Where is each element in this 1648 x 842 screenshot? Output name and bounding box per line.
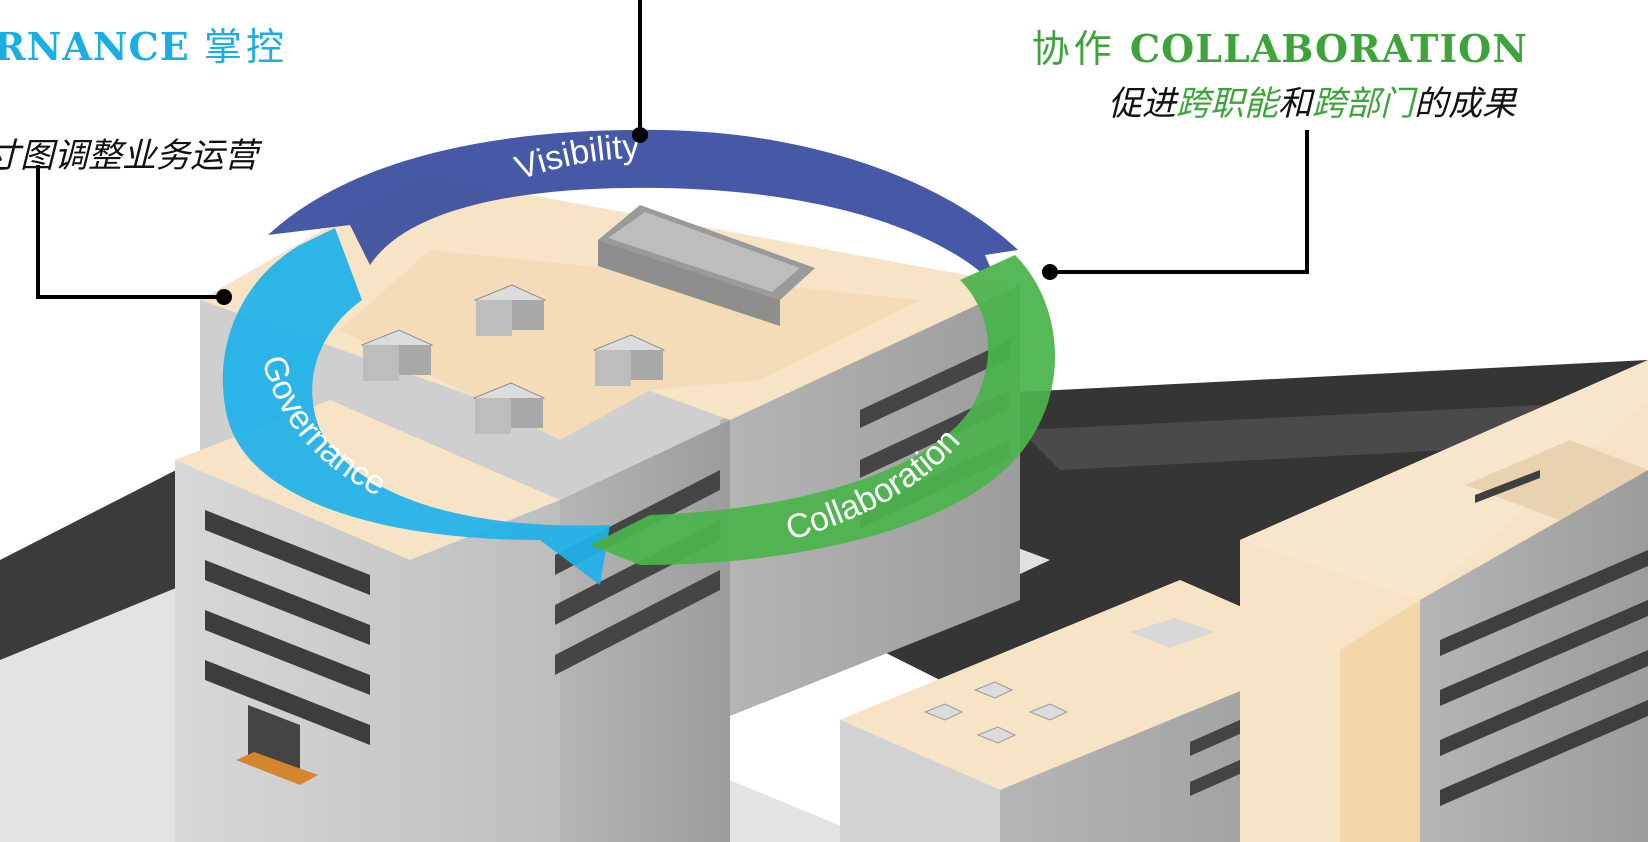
governance-description: 寸图调整业务运营 xyxy=(0,128,258,177)
collaboration-description: 促进跨职能和跨部门的成果 xyxy=(1108,76,1516,125)
collab-desc-part2: 和 xyxy=(1278,84,1312,124)
right-building xyxy=(1240,360,1648,842)
collab-desc-part3: 的成果 xyxy=(1414,84,1516,124)
collaboration-heading-en: COLLABORATION xyxy=(1129,26,1528,71)
visibility-arc xyxy=(268,129,1018,290)
governance-connector xyxy=(36,165,224,299)
collaboration-connector xyxy=(1050,130,1309,274)
callout-connectors xyxy=(36,0,1309,299)
collab-desc-highlight1: 跨职能 xyxy=(1176,84,1278,124)
collab-desc-highlight2: 跨部门 xyxy=(1312,84,1414,124)
governance-heading: RNANCE 掌控 xyxy=(0,16,288,71)
collaboration-heading: 协作 COLLABORATION xyxy=(1032,18,1528,73)
collab-desc-part1: 促进 xyxy=(1108,84,1176,124)
governance-heading-en: RNANCE xyxy=(0,24,190,69)
collaboration-heading-cjk: 协作 xyxy=(1031,27,1116,71)
collaboration-connector-dot xyxy=(1042,264,1058,280)
governance-description-cut: 寸 xyxy=(0,136,20,176)
cycle-ring xyxy=(222,129,1056,585)
collaboration-arc xyxy=(590,255,1056,565)
governance-heading-cjk: 掌控 xyxy=(203,25,288,69)
visibility-connector-dot xyxy=(632,127,648,143)
governance-description-text: 图调整业务运营 xyxy=(20,136,258,176)
governance-arc xyxy=(222,228,610,585)
governance-connector-dot xyxy=(216,289,232,305)
